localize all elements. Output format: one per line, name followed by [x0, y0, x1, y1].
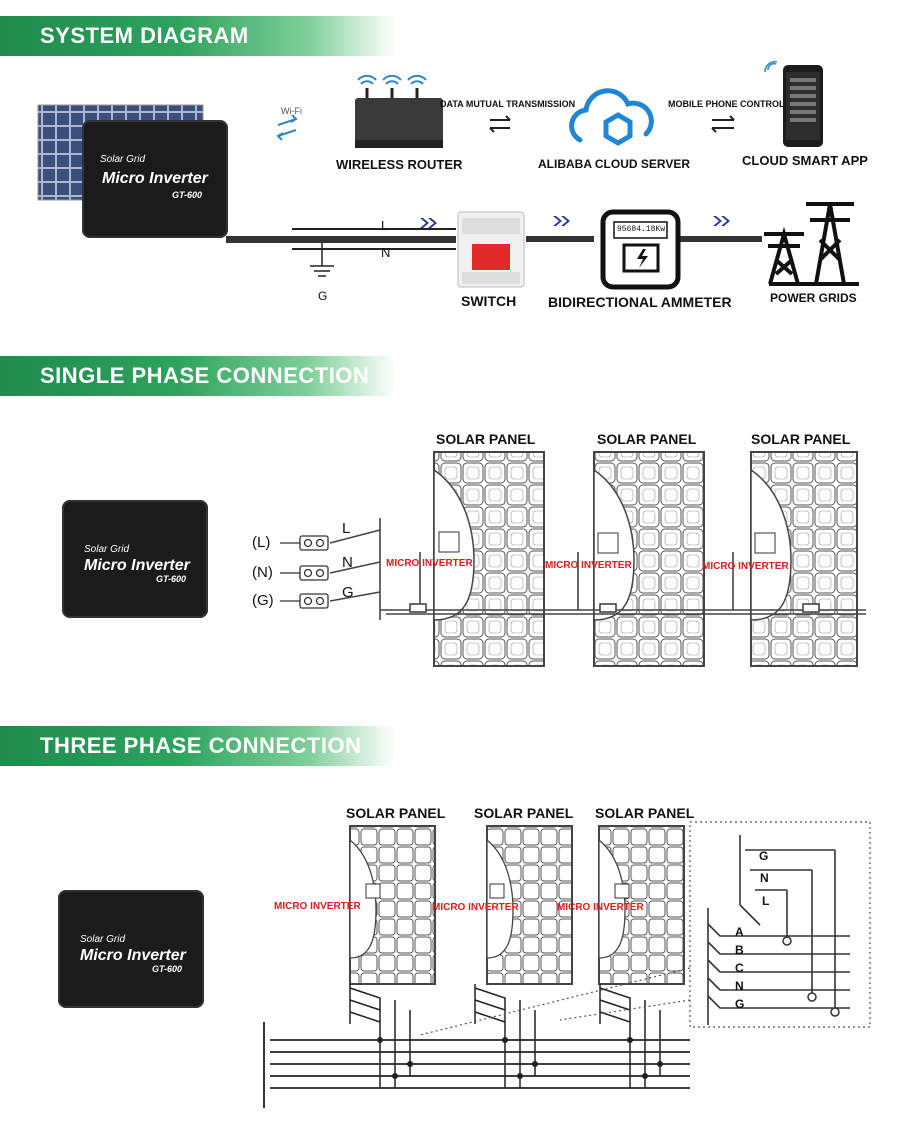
phone-control-label: MOBILE PHONE CONTROL	[668, 99, 785, 109]
solar-panel-label: SOLAR PANEL	[751, 431, 851, 447]
section-banner-system: SYSTEM DIAGRAM	[0, 16, 395, 56]
single-phase-panels	[433, 451, 858, 667]
micro-inverter-image: Solar Grid Micro Inverter GT-600	[82, 120, 228, 238]
detail-callout	[419, 821, 871, 1036]
section-banner-three: THREE PHASE CONNECTION	[0, 726, 395, 766]
micro-inverter-label: MICRO INVERTER	[432, 902, 519, 913]
grid-label: POWER GRIDS	[770, 291, 857, 305]
three-phase-panels	[349, 825, 685, 985]
line-n-label: N	[381, 245, 391, 260]
bus-line-label: N	[735, 979, 744, 993]
bus-line-label: G	[735, 997, 745, 1011]
three-phase-drops	[349, 984, 661, 1088]
ammeter-icon	[600, 209, 681, 290]
phone-icon	[764, 61, 823, 147]
terminal-label: (G)	[252, 592, 274, 609]
app-label: CLOUD SMART APP	[742, 153, 868, 168]
section-title: SYSTEM DIAGRAM	[40, 23, 249, 48]
router-icon	[355, 74, 443, 148]
exchange-icon	[489, 115, 511, 133]
callout-line-label: N	[760, 871, 769, 885]
micro-inverter-label: MICRO INVERTER	[274, 901, 361, 912]
solar-panel-label: SOLAR PANEL	[346, 805, 446, 821]
ground-label: G	[318, 289, 328, 303]
meter-reading: 95684.18Kw	[617, 225, 666, 234]
cloud-label: ALIBABA CLOUD SERVER	[538, 157, 691, 171]
switch-label: SWITCH	[461, 293, 517, 309]
micro-inverter-image: Solar Grid Micro Inverter GT-600	[58, 890, 204, 1008]
wifi-label: Wi-Fi	[281, 106, 302, 116]
section-title: THREE PHASE CONNECTION	[40, 733, 362, 758]
callout-line-label: G	[759, 849, 769, 863]
terminal-blocks	[280, 535, 329, 609]
micro-inverter-image: Solar Grid Micro Inverter GT-600	[62, 500, 208, 618]
exchange-icon	[711, 115, 735, 133]
bus-line-label: C	[735, 961, 744, 975]
terminal-label: (L)	[252, 534, 271, 551]
single-phase-wiring	[329, 518, 866, 620]
meter-label: BIDIRECTIONAL AMMETER	[548, 294, 732, 310]
bus-line-label: A	[735, 925, 744, 939]
callout-line-label: L	[762, 894, 770, 908]
section-banner-single: SINGLE PHASE CONNECTION	[0, 356, 395, 396]
micro-inverter-label: MICRO INVERTER	[386, 558, 473, 569]
flow-arrows	[420, 216, 730, 228]
line-label: G	[342, 584, 354, 601]
line-label: L	[342, 520, 351, 537]
cloud-icon	[569, 88, 654, 146]
section-title: SINGLE PHASE CONNECTION	[40, 363, 370, 388]
solar-panel-label: SOLAR PANEL	[597, 431, 697, 447]
micro-inverter-label: MICRO INVERTER	[702, 561, 789, 572]
inverter-name: Micro Inverter	[84, 557, 190, 574]
inverter-model: GT-600	[156, 574, 187, 584]
inverter-model: GT-600	[172, 190, 203, 200]
terminal-label: (N)	[252, 564, 273, 581]
three-phase-bus	[263, 1022, 690, 1108]
inverter-model: GT-600	[152, 964, 183, 974]
micro-inverter-label: MICRO INVERTER	[545, 560, 632, 571]
line-l-label: L	[381, 218, 389, 233]
data-transmission-label: DATA MUTUAL TRANSMISSION	[440, 99, 576, 109]
bus-line-label: B	[735, 943, 744, 957]
wifi-arrows-icon	[276, 114, 298, 141]
line-label: N	[342, 554, 353, 571]
callout-wiring	[707, 835, 850, 1025]
inverter-brand: Solar Grid	[100, 154, 146, 165]
inverter-name: Micro Inverter	[80, 947, 186, 964]
router-label: WIRELESS ROUTER	[336, 157, 463, 172]
inverter-brand: Solar Grid	[80, 934, 126, 945]
micro-inverter-label: MICRO INVERTER	[557, 902, 644, 913]
inverter-name: Micro Inverter	[102, 170, 208, 187]
inverter-brand: Solar Grid	[84, 544, 130, 555]
ac-cable	[226, 236, 456, 243]
solar-panel	[486, 825, 573, 985]
solar-panel-label: SOLAR PANEL	[474, 805, 574, 821]
solar-panel-label: SOLAR PANEL	[595, 805, 695, 821]
solar-panel-label: SOLAR PANEL	[436, 431, 536, 447]
power-tower-icon	[764, 202, 859, 286]
switch-icon	[457, 211, 525, 288]
